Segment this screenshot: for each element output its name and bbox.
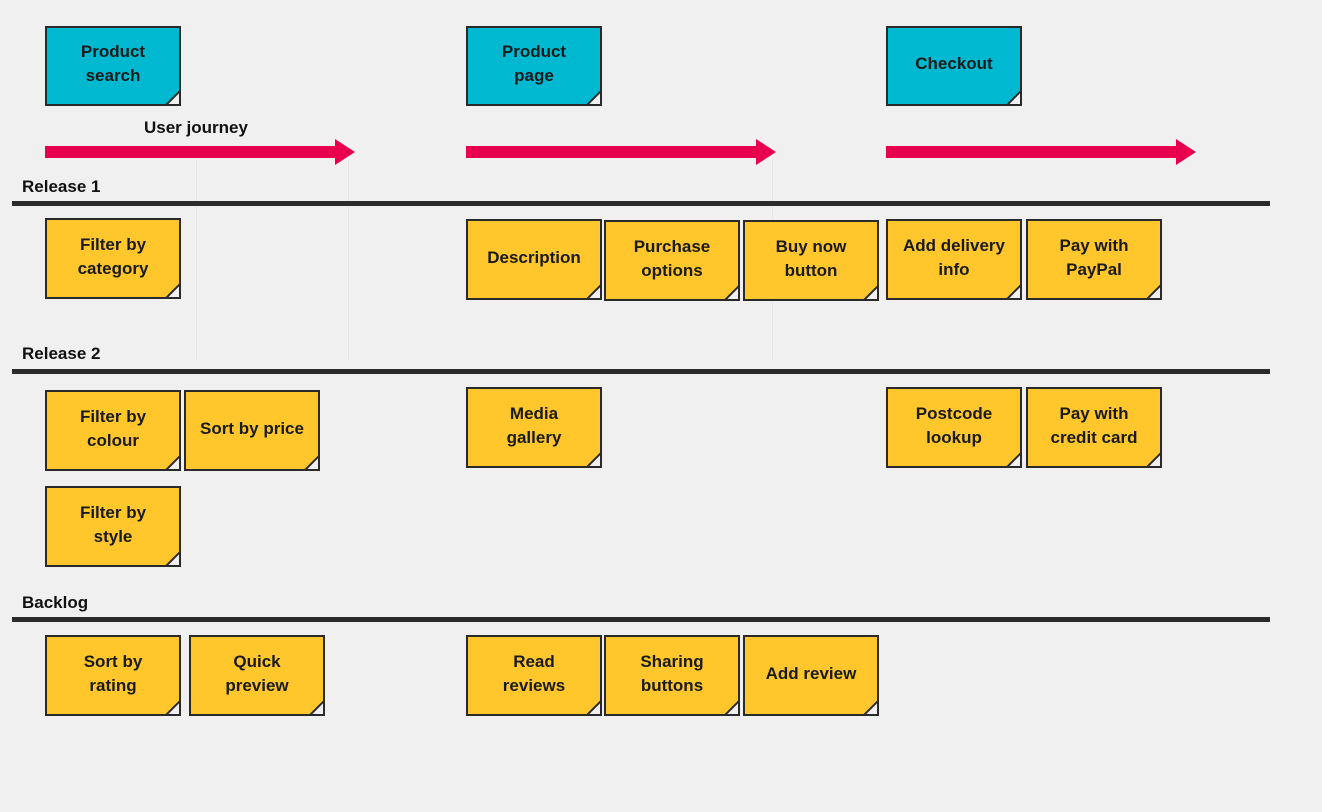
story-note-read-reviews: Read reviews bbox=[466, 635, 602, 716]
folded-corner-icon bbox=[1006, 284, 1020, 298]
folded-corner-icon bbox=[863, 700, 877, 714]
story-note-pay-with-credit-card: Pay with credit card bbox=[1026, 387, 1162, 468]
story-note-pay-with-paypal: Pay with PayPal bbox=[1026, 219, 1162, 300]
journey-arrow-icon bbox=[886, 139, 1196, 165]
folded-corner-icon bbox=[586, 90, 600, 104]
story-note-media-gallery: Media gallery bbox=[466, 387, 602, 468]
activity-note-product-search: Product search bbox=[45, 26, 181, 106]
activity-label: Product page bbox=[501, 42, 567, 85]
folded-corner-icon bbox=[1146, 452, 1160, 466]
folded-corner-icon bbox=[165, 90, 179, 104]
story-note-filter-by-colour: Filter by colour bbox=[45, 390, 181, 471]
release-1-label: Release 1 bbox=[22, 177, 101, 196]
folded-corner-icon bbox=[863, 285, 877, 299]
folded-corner-icon bbox=[165, 455, 179, 469]
story-note-add-delivery-info: Add delivery info bbox=[886, 219, 1022, 300]
release-1-divider bbox=[12, 201, 1270, 206]
activity-note-checkout: Checkout bbox=[886, 26, 1022, 106]
folded-corner-icon bbox=[165, 700, 179, 714]
story-label: Postcode lookup bbox=[915, 403, 993, 447]
backlog-divider bbox=[12, 617, 1270, 622]
story-note-sort-by-rating: Sort by rating bbox=[45, 635, 181, 716]
story-label: Read reviews bbox=[502, 651, 566, 695]
story-note-add-review: Add review bbox=[743, 635, 879, 716]
story-note-buy-now-button: Buy now button bbox=[743, 220, 879, 301]
folded-corner-icon bbox=[1146, 284, 1160, 298]
folded-corner-icon bbox=[724, 700, 738, 714]
story-label: Filter by colour bbox=[79, 406, 147, 450]
story-label: Filter by style bbox=[79, 502, 147, 546]
story-label: Pay with credit card bbox=[1050, 403, 1138, 447]
folded-corner-icon bbox=[586, 284, 600, 298]
story-label: Pay with PayPal bbox=[1059, 235, 1129, 279]
story-label: Sort by price bbox=[200, 418, 304, 438]
story-note-filter-by-style: Filter by style bbox=[45, 486, 181, 567]
user-journey-label: User journey bbox=[144, 118, 248, 137]
folded-corner-icon bbox=[309, 700, 323, 714]
story-note-filter-by-category: Filter by category bbox=[45, 218, 181, 299]
story-label: Sharing buttons bbox=[640, 651, 704, 695]
folded-corner-icon bbox=[586, 700, 600, 714]
story-label: Quick preview bbox=[225, 651, 289, 695]
backlog-label: Backlog bbox=[22, 593, 89, 612]
story-label: Filter by category bbox=[77, 234, 149, 278]
activity-note-product-page: Product page bbox=[466, 26, 602, 106]
story-note-description: Description bbox=[466, 219, 602, 300]
story-label: Buy now button bbox=[775, 236, 847, 280]
journey-arrow-icon bbox=[45, 139, 355, 165]
story-label: Sort by rating bbox=[83, 651, 143, 695]
guide-line bbox=[348, 160, 349, 360]
release-2-divider bbox=[12, 369, 1270, 374]
story-label: Purchase options bbox=[633, 236, 711, 280]
story-label: Media gallery bbox=[506, 403, 562, 447]
activity-label: Checkout bbox=[915, 54, 993, 73]
story-label: Description bbox=[487, 247, 581, 267]
activity-label: Product search bbox=[80, 42, 146, 85]
guide-line bbox=[196, 160, 197, 360]
folded-corner-icon bbox=[1006, 90, 1020, 104]
story-note-quick-preview: Quick preview bbox=[189, 635, 325, 716]
story-label: Add review bbox=[765, 663, 857, 683]
story-note-purchase-options: Purchase options bbox=[604, 220, 740, 301]
folded-corner-icon bbox=[586, 452, 600, 466]
folded-corner-icon bbox=[1006, 452, 1020, 466]
story-note-sort-by-price: Sort by price bbox=[184, 390, 320, 471]
release-2-label: Release 2 bbox=[22, 344, 101, 363]
story-note-sharing-buttons: Sharing buttons bbox=[604, 635, 740, 716]
story-note-postcode-lookup: Postcode lookup bbox=[886, 387, 1022, 468]
folded-corner-icon bbox=[304, 455, 318, 469]
folded-corner-icon bbox=[724, 285, 738, 299]
folded-corner-icon bbox=[165, 551, 179, 565]
story-label: Add delivery info bbox=[902, 235, 1006, 279]
journey-arrow-icon bbox=[466, 139, 776, 165]
folded-corner-icon bbox=[165, 283, 179, 297]
